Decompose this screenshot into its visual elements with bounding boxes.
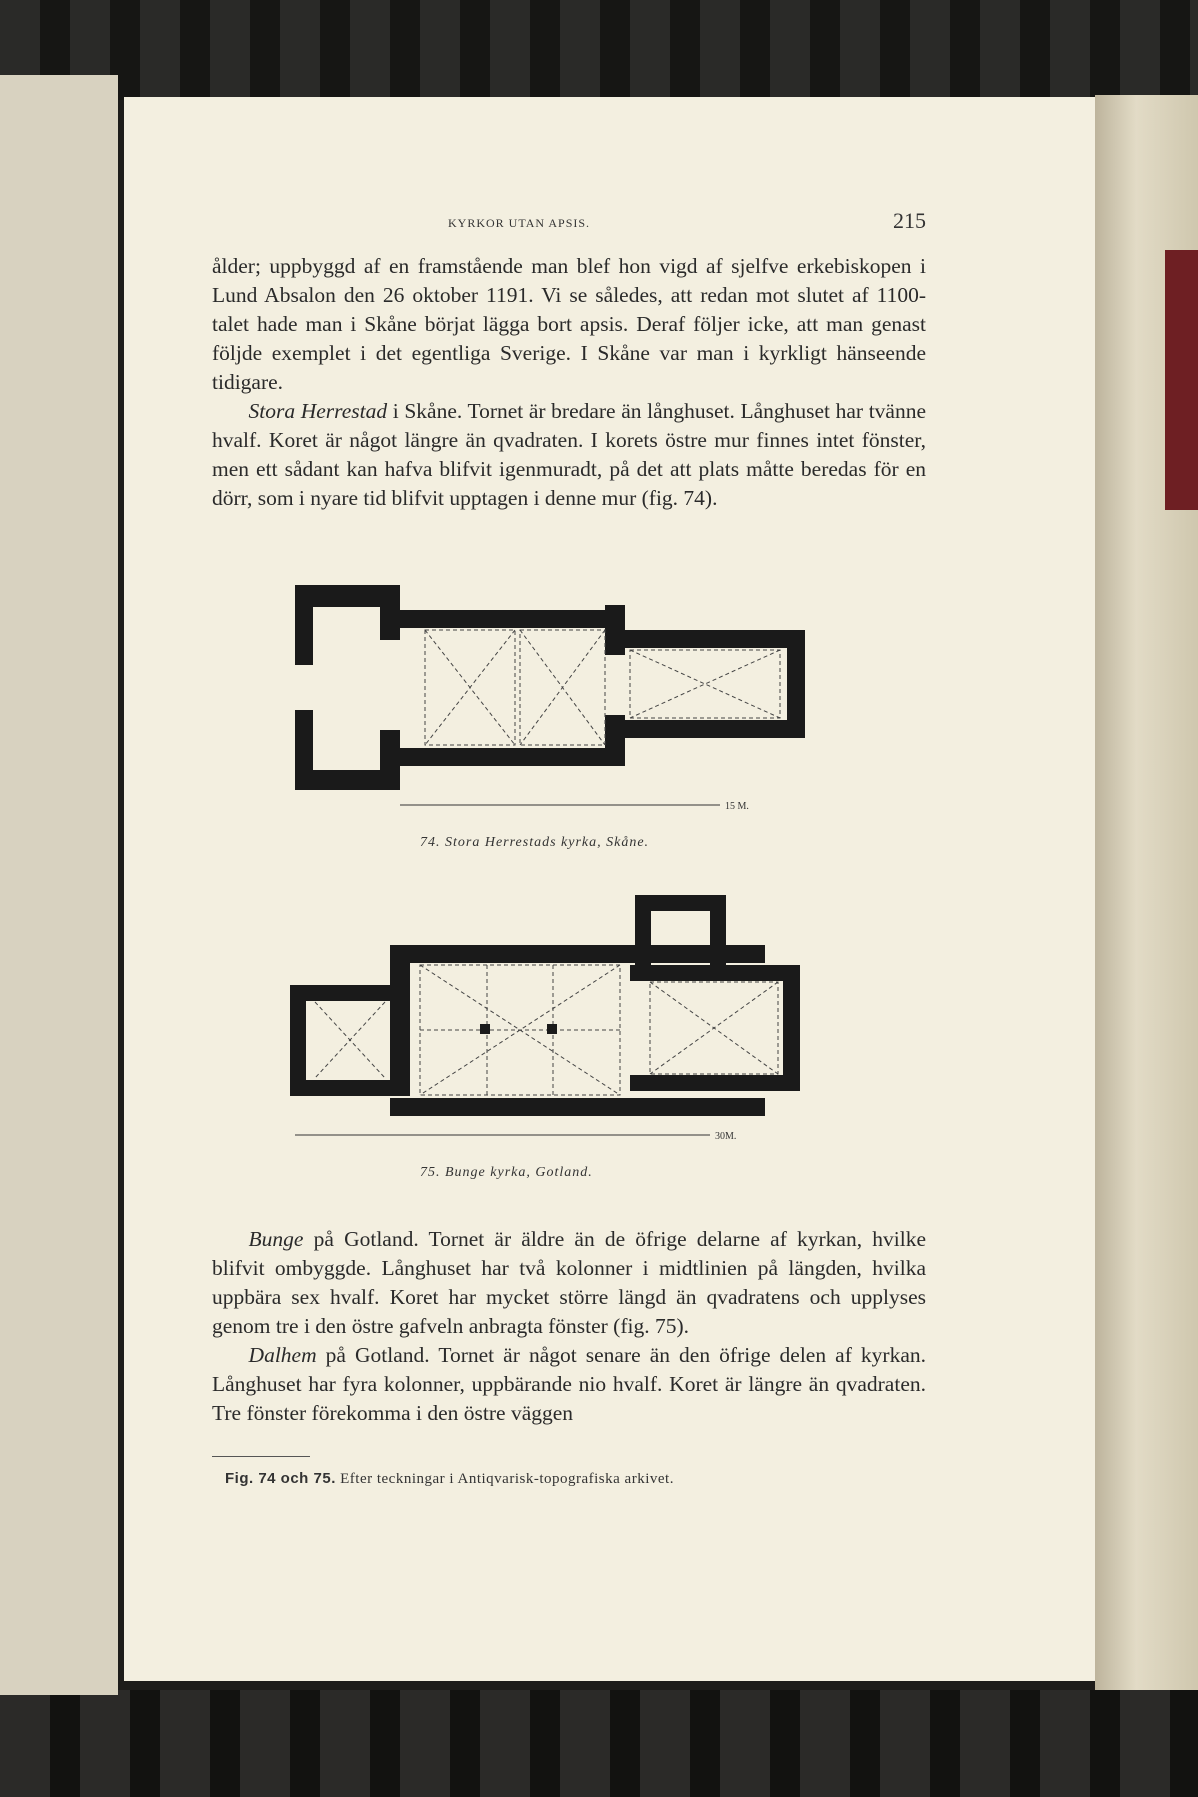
body-text-bottom: Bunge på Gotland. Tornet är äldre än de … [212,1225,926,1428]
figure-caption: 75. Bunge kyrka, Gotland. [420,1165,593,1180]
body-text-top: ålder; uppbyggd af en framstående man bl… [212,252,926,513]
paragraph: Stora Herrestad i Skåne. Tornet är breda… [212,399,926,510]
background-bottom [0,1690,1198,1797]
scale-label: 30M. [715,1131,736,1142]
bookmark-ribbon [1165,250,1198,510]
scale-label: 15 M. [725,801,749,812]
running-title: KYRKOR UTAN APSIS. [448,216,591,230]
book-page [124,97,1095,1681]
page-number: 215 [893,208,926,233]
background-top [0,0,1198,100]
footnote-rule [212,1456,310,1457]
floor-plan-bunge: 30M. [290,895,800,1142]
paragraph: Bunge på Gotland. Tornet är äldre än de … [212,1227,926,1338]
paragraph: Dalhem på Gotland. Tornet är något senar… [212,1343,926,1425]
paragraph: ålder; uppbyggd af en framstående man bl… [212,254,926,394]
figure-caption: 74. Stora Herrestads kyrka, Skåne. [420,835,650,850]
floor-plan-stora-herrestad: 15 M. [295,585,805,812]
footnote: Fig. 74 och 75. Efter teckningar i Antiq… [225,1470,674,1487]
left-page-edge [0,75,118,1695]
